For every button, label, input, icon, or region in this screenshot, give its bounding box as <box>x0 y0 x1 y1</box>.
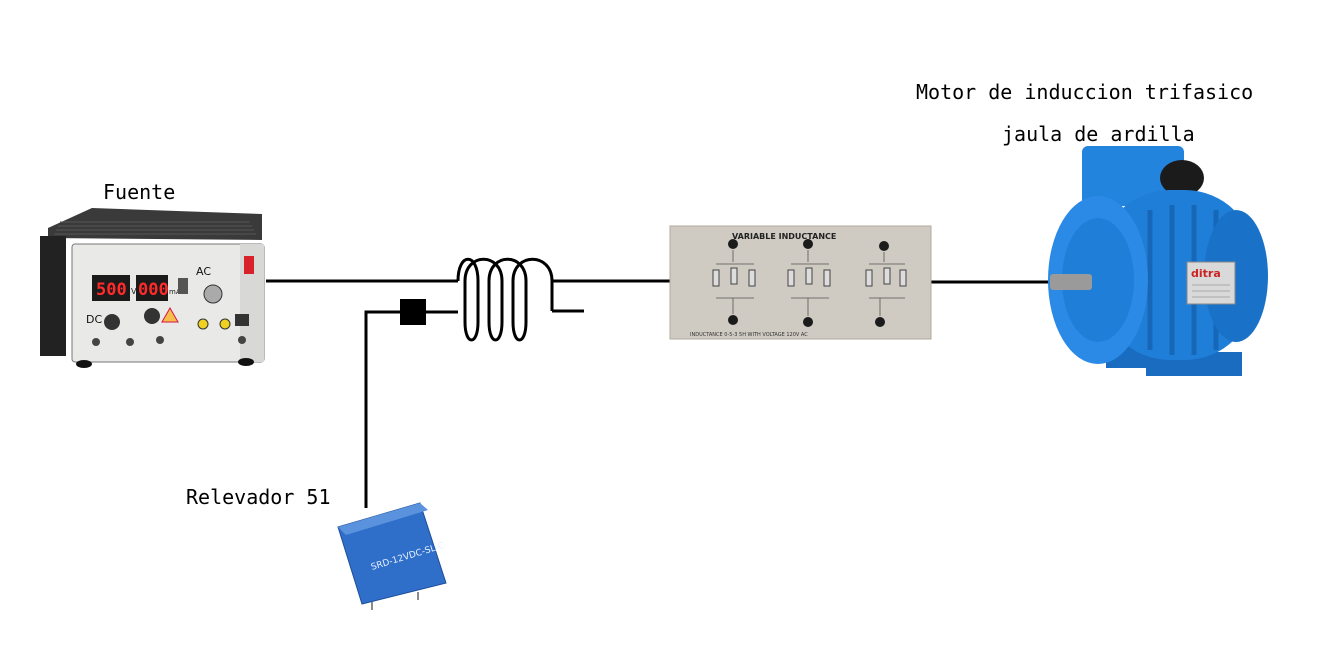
wires <box>266 279 1050 508</box>
source-label: Fuente <box>103 180 176 204</box>
induction-motor: ditra <box>1048 146 1268 376</box>
voltage-unit: V <box>131 287 137 296</box>
relay: SRD-12VDC-SL-C <box>337 502 447 610</box>
dc-label: DC <box>86 313 102 326</box>
relay-label: Relevador 51 <box>186 485 331 509</box>
variable-inductance-panel: VARIABLE INDUCTANCE INDUCTANCE 0-5-3 5H … <box>669 225 932 340</box>
wire-relay-to-sensor <box>364 310 400 508</box>
voltage-display: 500 <box>96 280 127 300</box>
motor-label-line1: Motor de induccion trifasico <box>916 80 1254 104</box>
dc-knob-right[interactable] <box>144 308 160 324</box>
motor-label-line2: jaula de ardilla <box>1002 122 1195 146</box>
current-sensor-block <box>400 299 426 325</box>
current-display: 000 <box>138 280 169 300</box>
current-unit: mA <box>169 288 181 296</box>
ac-knob[interactable] <box>203 284 223 304</box>
motor-brand: ditra <box>1191 267 1221 280</box>
inductance-title: VARIABLE INDUCTANCE <box>732 232 836 241</box>
inductance-footer: INDUCTANCE 0-5-3 5H WITH VOLTAGE 120V AC <box>690 332 808 338</box>
coil <box>456 257 554 342</box>
power-switch[interactable] <box>244 256 254 274</box>
power-source: 500 V 000 mA DC AC <box>40 208 265 368</box>
dc-knob-left[interactable] <box>104 314 120 330</box>
ac-label: AC <box>196 265 211 278</box>
